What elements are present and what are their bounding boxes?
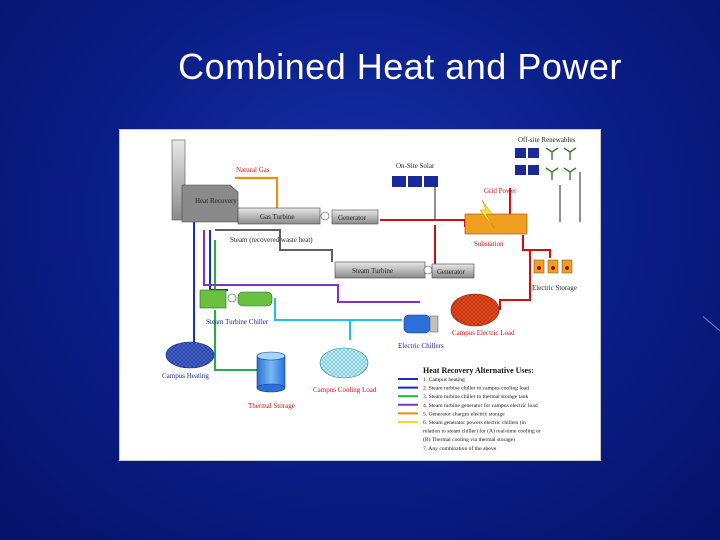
gas-turbine-label: Gas Turbine [260,213,294,221]
load-line [499,250,531,310]
lightning-bolt-icon [479,199,495,229]
electric-chiller [403,314,431,334]
campus-heating [165,341,215,369]
legend-item: (B) Thermal cooling via thermal storage) [423,436,515,443]
campus-cooling-load [319,347,369,379]
renewable-feeders [434,172,581,222]
heating-line-b [209,230,228,291]
off-site-solar-panels [515,148,539,175]
gas-turbine [237,207,321,225]
steam-turbine-coupling [423,265,433,275]
chp-diagram: Heat Recovery Gas Turbine Generator Natu… [120,130,600,460]
steam-line [215,229,333,262]
generator-2-label: Generator [437,268,466,276]
grid-power-label: Grid Power [484,187,517,195]
campus-heating-label: Campus Heating [162,372,209,380]
legend-item: 1. Campus heating [423,377,465,383]
decorative-slash [702,316,720,334]
substation [464,213,528,235]
steam-waste-heat-label: Steam (recovered waste heat) [230,236,313,244]
chiller-line [274,298,351,340]
steam-turbine-label: Steam Turbine [352,267,393,275]
heating-line [183,216,195,355]
generator-2 [431,263,475,279]
legend-title: Heat Recovery Alternative Uses: [423,366,534,375]
off-site-renewables-label: Off-site Renewables [518,136,575,144]
generator-1 [331,209,379,225]
electric-storage-label: Electric Storage [532,284,577,292]
turbine-line [203,230,420,303]
thermal-storage-tank [256,351,286,393]
chp-diagram-svg: Heat Recovery Gas Turbine Generator Natu… [162,136,581,452]
natural-gas-label: Natural Gas [236,166,270,174]
legend-item: 6. Steam generator powers electric chill… [423,419,526,426]
legend-item: 4. Steam turbine generator for campus el… [423,402,538,409]
legend-item: 7. Any combination of the above [423,445,497,452]
solar-panels [392,176,438,187]
steam-turbine-chiller-label: Steam Turbine Chiller [206,318,269,326]
turbine-coupling [320,211,330,221]
slide-title: Combined Heat and Power [178,46,622,87]
legend-item: 2. Steam turbine chiller to campus cooli… [423,386,529,392]
electric-storage-batteries [533,259,573,274]
electric-chillers-label: Electric Chillers [398,342,444,350]
legend-item: relation to steam chiller) for (A) real-… [423,428,541,435]
substation-label: Substation [474,240,504,248]
thermal-storage-label: Thermal Storage [248,402,295,410]
storage-line [522,235,551,258]
chiller-coupling [227,293,237,303]
wind-turbines [545,147,577,180]
campus-electric-load [450,293,500,327]
legend-item: 5. Generator charges electric storage [423,411,505,417]
legend-item: 3. Steam turbine chiller to thermal stor… [423,394,529,400]
heat-recovery-label: Heat Recovery [195,197,237,205]
on-site-solar-label: On-Site Solar [396,162,435,170]
chiller-motor [237,291,273,307]
cooling-line-b [214,310,260,371]
heat-recovery-unit [181,184,239,223]
natural-gas-line [235,176,279,208]
electric-line-gen1 [380,219,466,227]
campus-cooling-load-label: Campus Cooling Load [313,386,377,394]
campus-electric-load-label: Campus Electric Load [452,329,515,337]
heat-recovery-legend: Heat Recovery Alternative Uses: 1. Campu… [398,366,541,452]
steam-turbine-chiller [199,289,227,309]
electric-chiller-cap [429,315,439,333]
generator-1-label: Generator [338,214,367,222]
